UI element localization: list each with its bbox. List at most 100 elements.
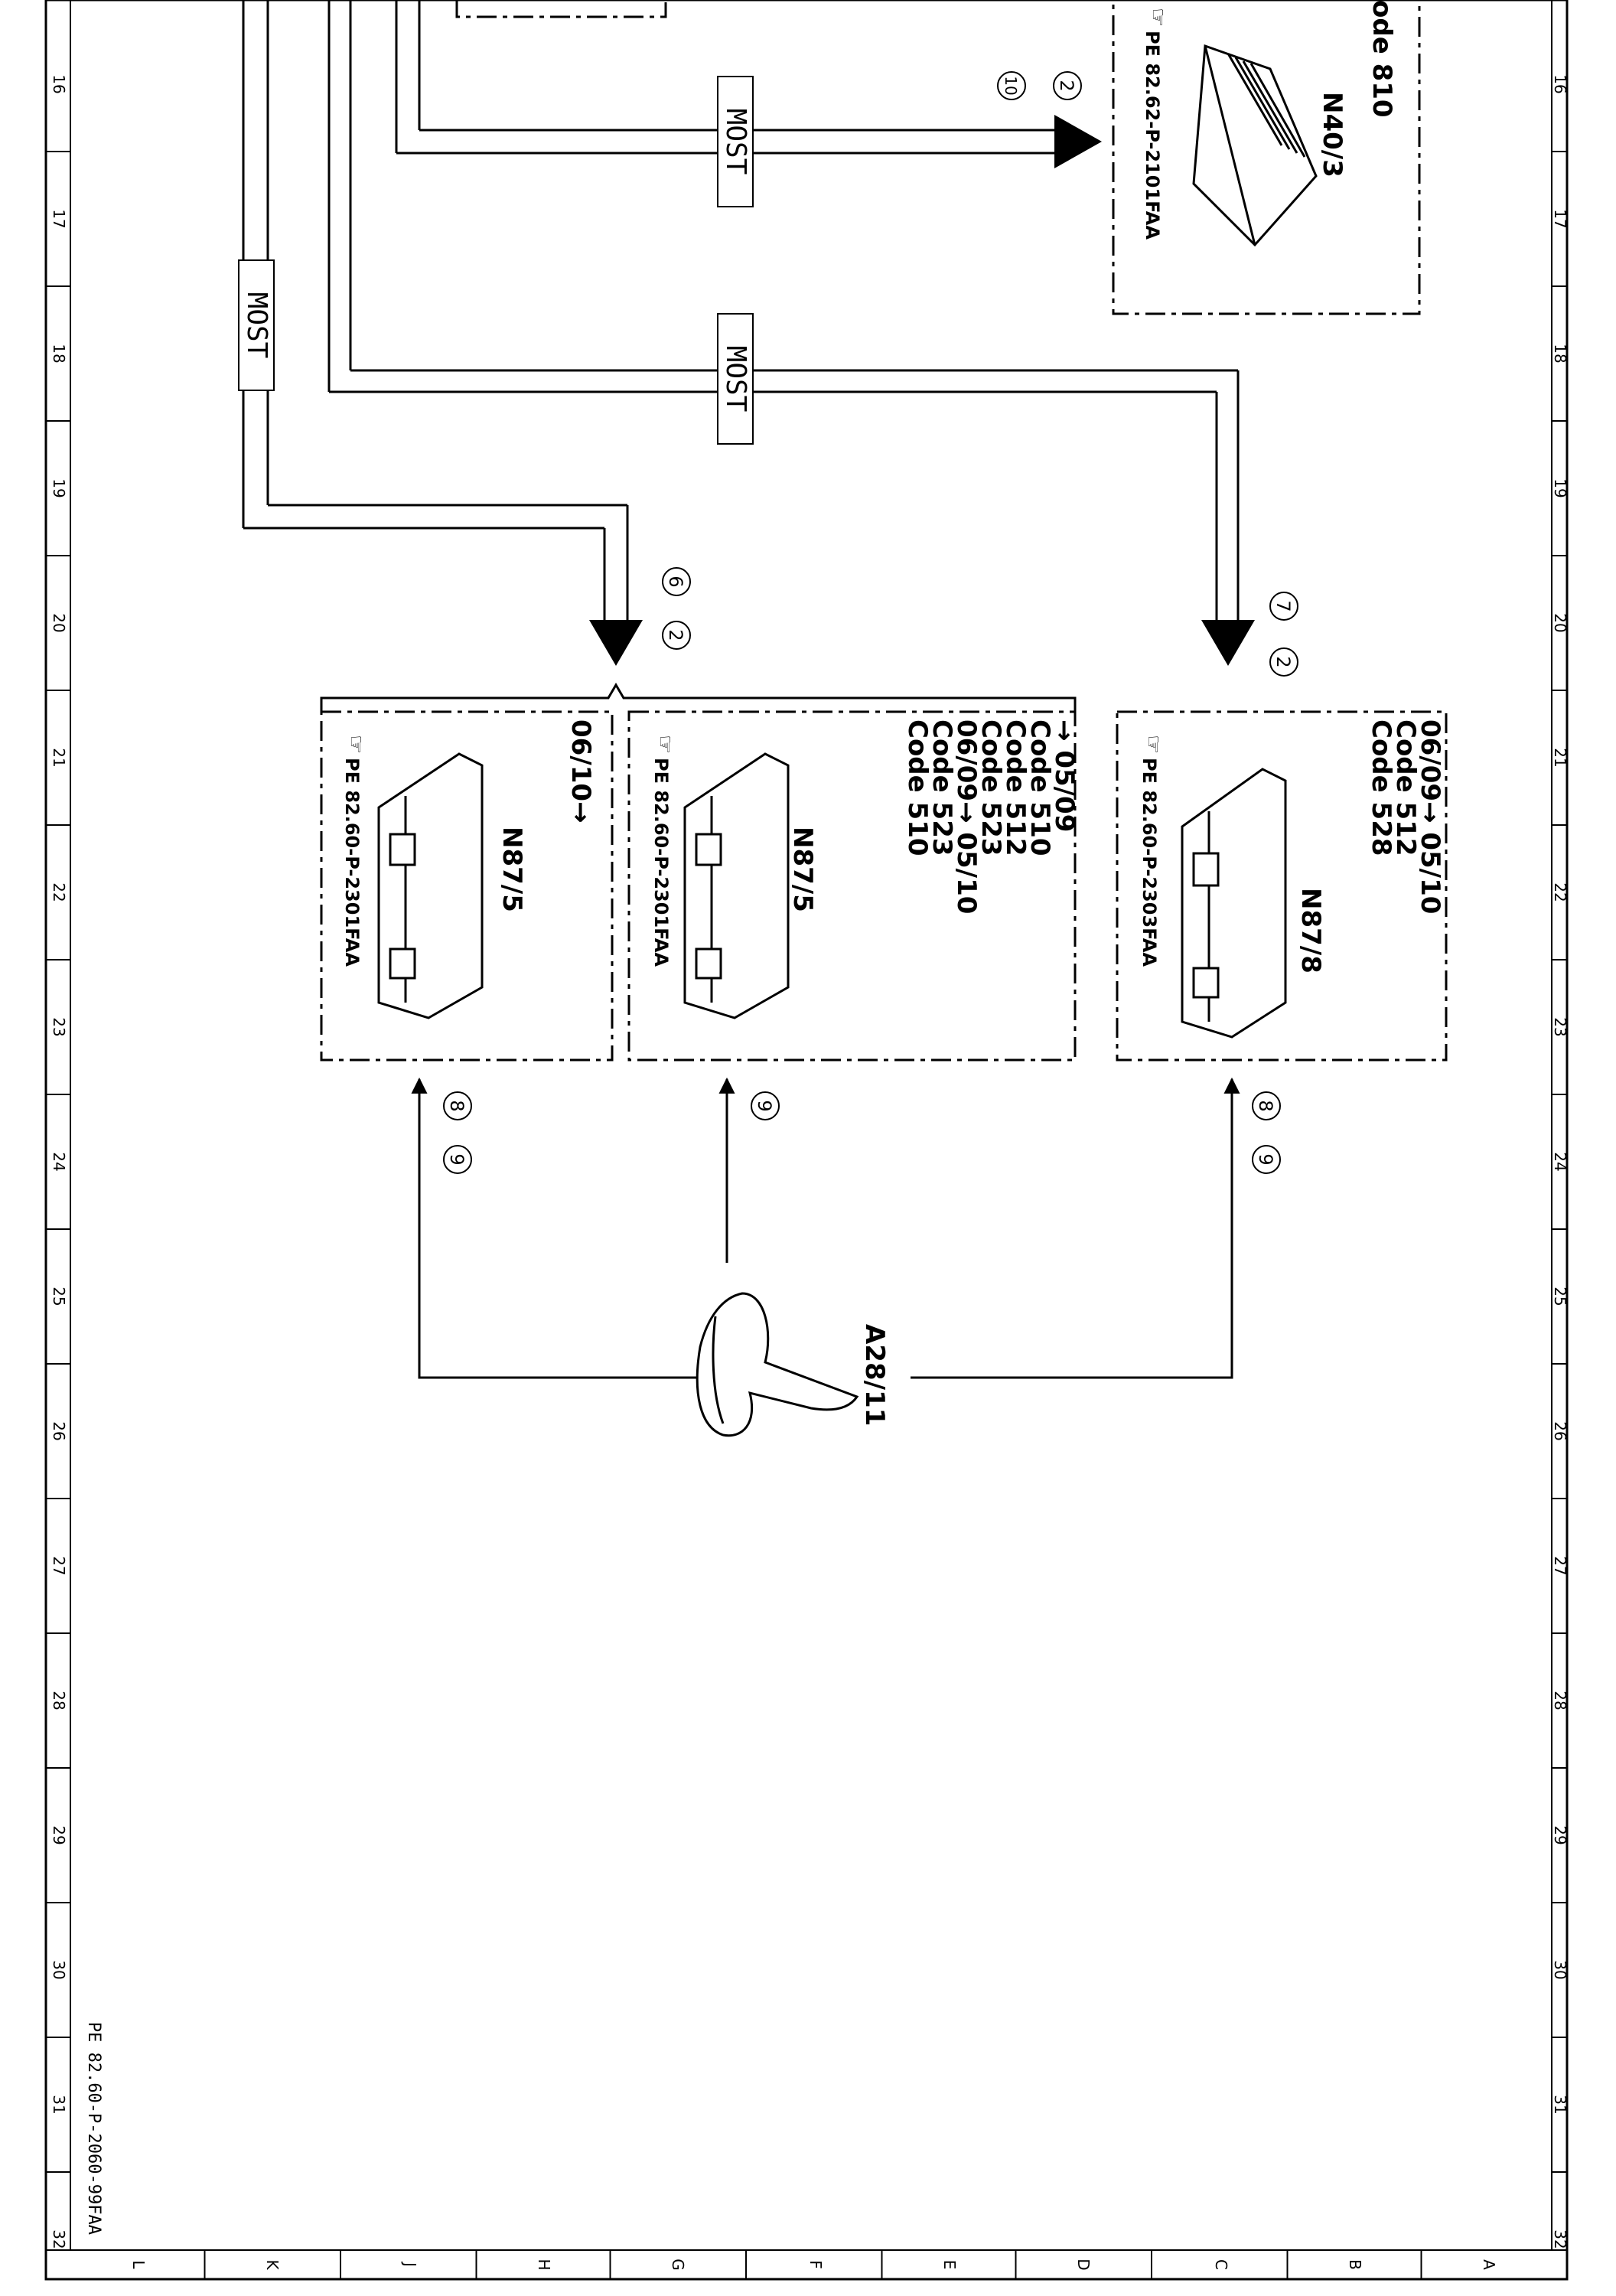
hand-pointer-icon: ☞ [653,735,678,754]
svg-text:8: 8 [446,1100,468,1111]
column-letter: A [1480,2259,1498,2270]
callout-2: 2 [1269,647,1298,677]
row-number: 22 [50,882,68,902]
row-number: 31 [50,2095,68,2114]
most-label-right: MOST [717,76,754,207]
svg-text:MOST: MOST [241,292,272,359]
row-number: 27 [50,1556,68,1575]
n87-5-mid-module-icon [683,752,790,1019]
column-letter: F [806,2260,825,2269]
svg-text:10: 10 [1002,76,1020,95]
n87-5-mid-code-line: → 05/09 [1049,719,1080,832]
row-number: 29 [1551,1825,1569,1844]
n87-8-module-icon [1181,768,1287,1039]
n87-5-mid-code-line: Code 510 [1025,719,1055,856]
callout-9: 9 [1252,1145,1281,1174]
component-n87-5-left: 06/10→ N87/5 PE 82.60-P-2301FAA ☞ [320,710,614,1062]
svg-text:MOST: MOST [720,346,751,413]
row-number: 25 [1551,1287,1569,1306]
n87-5-left-label: N87/5 [497,827,527,912]
arrow-to-n87-5 [589,620,643,666]
callout-6: 6 [662,567,691,596]
row-number: 30 [50,1960,68,1979]
row-number: 19 [1551,478,1569,497]
arrow-to-n87-8 [1201,620,1255,666]
column-letter: G [669,2258,687,2271]
n87-5-mid-ref: PE 82.60-P-2301FAA [650,758,672,967]
row-number: 21 [1551,748,1569,767]
column-letter: E [940,2260,959,2270]
n40-3-ref: PE 82.62-P-2101FAA [1142,31,1163,240]
callouts-n87-5: 6 2 [662,567,691,650]
row-number: 22 [1551,882,1569,902]
n87-5-mid-code-line: Code 512 [1000,719,1031,856]
callout-8: 8 [443,1091,472,1120]
arrow-to-n40-3 [1054,115,1102,168]
row-number: 24 [1551,1152,1569,1171]
n87-5-left-date: 06/10→ [565,719,596,823]
callout-10: 10 [997,71,1026,100]
column-letter: B [1346,2259,1364,2270]
row-number: 17 [50,209,68,228]
row-number: 28 [1551,1691,1569,1710]
n87-5-mid-code-line: Code 523 [927,719,957,856]
a28-11-signal-lines [411,1077,1240,1379]
component-n40-3: ode 810 N40/3 PE 82.62-P-2101FAA ☞ [1112,0,1421,315]
row-number: 31 [1551,2095,1569,2114]
most-label-left: MOST [238,259,275,391]
a28-11-icon [696,1292,859,1437]
n87-8-date: 06/09→ 05/10 [1415,719,1445,914]
hand-pointer-icon: ☞ [1141,735,1166,754]
document-reference: PE 82.60-P-2060-99FAA [84,2022,103,2235]
n40-3-module-icon [1192,44,1318,247]
top-dashed-box [455,0,667,18]
svg-text:8: 8 [1255,1100,1276,1111]
svg-text:7: 7 [1272,600,1294,612]
row-number: 23 [1551,1017,1569,1036]
n87-5-left-module-icon [377,752,484,1019]
row-number: 21 [50,748,68,767]
callouts-lower: 8 9 9 8 9 [443,1091,1281,1174]
column-letter: C [1212,2259,1230,2270]
svg-text:6: 6 [665,576,686,587]
row-number: 32 [1551,2229,1569,2249]
n87-8-code-line: Code 512 [1390,719,1421,856]
column-letter: H [535,2258,553,2270]
row-number: 20 [50,613,68,632]
svg-text:2: 2 [1272,656,1294,667]
column-letter: K [263,2259,282,2270]
n87-5-left-ref: PE 82.60-P-2301FAA [341,758,363,967]
n87-5-mid-code-line: 06/09→ 05/10 [951,719,982,914]
column-letter: D [1074,2258,1093,2270]
row-number: 29 [50,1825,68,1844]
most-label-middle: MOST [717,313,754,445]
row-number: 27 [1551,1556,1569,1575]
callout-9: 9 [443,1145,472,1174]
n40-3-label: N40/3 [1317,92,1347,178]
column-ruler [204,2250,1422,2279]
n87-8-code-line: Code 528 [1366,719,1396,856]
callout-9: 9 [751,1091,780,1120]
row-number: 23 [50,1017,68,1036]
n87-8-label: N87/8 [1295,888,1326,974]
n87-5-mid-code-line: Code 523 [976,719,1006,856]
svg-text:9: 9 [446,1153,468,1165]
row-number: 18 [1551,344,1569,363]
callout-7: 7 [1269,592,1298,621]
callout-8: 8 [1252,1091,1281,1120]
n87-5-mid-code-line: Code 510 [902,719,933,856]
svg-text:2: 2 [665,629,686,641]
row-number: 28 [50,1691,68,1710]
svg-text:9: 9 [754,1100,775,1111]
row-number: 26 [1551,1421,1569,1440]
row-ruler [46,151,1567,2173]
row-number: 30 [1551,1960,1569,1979]
bus-arrowheads [589,115,1255,666]
drawing-frame [44,0,1569,2281]
